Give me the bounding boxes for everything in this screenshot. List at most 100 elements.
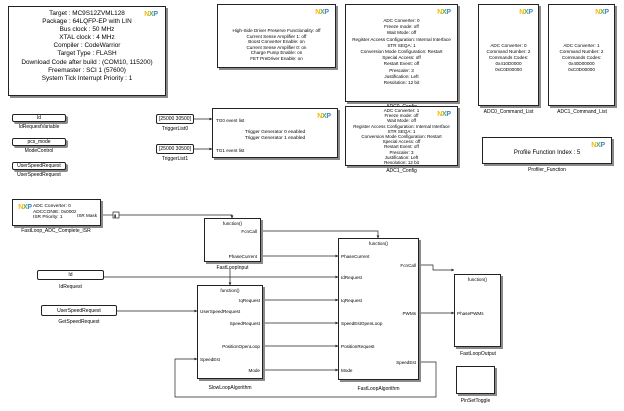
slow-loop-algorithm-block[interactable]: function() UserSpeedRequest SpeedEst IqR… xyxy=(197,285,263,379)
adc0-config-line: Freeze mode: off xyxy=(384,24,419,30)
nxp-logo-icon: NXP xyxy=(517,8,535,17)
speed-from-label: UserSpeedRequest xyxy=(57,307,101,314)
fast-loop-algorithm-caption: FastLoopAlgorithm xyxy=(357,386,400,392)
tg1-status: Trigger Generator 1 enabled xyxy=(244,136,306,141)
speed-from-block[interactable]: UserSpeedRequest xyxy=(41,305,117,316)
slow-loop-out-mode: Mode xyxy=(248,368,261,373)
tg0-status: Trigger Generator 0 enabled xyxy=(244,130,306,135)
gdu-config-line: High-Side Driver Preserve Functionality:… xyxy=(232,28,321,33)
adc1-config-line: Prescaler: 3 xyxy=(389,149,414,155)
gdu-config-line: FET PreDriver Enable: on xyxy=(250,55,303,61)
gdu-config-block[interactable]: NXP High-Side Driver Preserve Functional… xyxy=(217,4,336,68)
adc0-config-line: Register Access Configuration: Internal … xyxy=(352,36,451,42)
nxp-logo-icon: NXP xyxy=(313,8,331,17)
target-config-line: Package : 64LQFP-EP with LIN xyxy=(42,18,132,26)
fast-loop-in-iq: IqRequest xyxy=(341,298,362,303)
adc1-config-line: Justification: Left xyxy=(384,154,419,160)
target-config-line: Target : MC9S12ZVML128 xyxy=(49,10,125,17)
trigger-list0-caption: TriggerList0 xyxy=(161,126,189,132)
svg-text:▮: ▮ xyxy=(114,213,116,218)
adc1-config-line: Register Access Configuration: Internal … xyxy=(353,123,450,129)
nxp-logo-icon: NXP xyxy=(593,8,611,17)
mode-control-block[interactable]: pcs_mode xyxy=(12,138,66,146)
user-speed-label: UserSpeedRequest xyxy=(17,163,61,169)
trigger-list0-const[interactable]: [25000 30500] xyxy=(156,114,194,124)
user-speed-request-block[interactable]: UserSpeedRequest xyxy=(12,162,66,170)
id-from-block[interactable]: Id xyxy=(37,270,104,280)
pcs-mode-label: pcs_mode xyxy=(27,139,51,145)
fast-loop-output-caption: FastLoopOutput xyxy=(460,351,496,357)
fast-loop-in-mode: Mode xyxy=(341,368,353,373)
adc0-command-line: Command Number: 2 xyxy=(486,49,531,54)
adc1-config-line: STR SEQA: 1 xyxy=(387,128,416,134)
fastloop-input-trigger-port: function() xyxy=(222,221,243,226)
adc0-config-line: Prescaler: 3 xyxy=(389,67,414,73)
target-config-line: Compiler : CodeWarrior xyxy=(53,42,121,50)
gdu-config-line: Current Sense Amplifier 1: off xyxy=(246,33,307,39)
target-config-line: Freemaster : SCI 1 (57600) xyxy=(48,66,126,74)
adc0-command-line: 0xC0D00000 xyxy=(495,67,522,72)
adc0-config-line: Resolution: 12 bit xyxy=(383,80,420,86)
fast-loop-in-id: IdRequest xyxy=(341,275,362,280)
adc0-config-line: ADC Converter: 0 xyxy=(383,18,420,23)
fastloop-input-out-port: FcnCall xyxy=(241,229,257,234)
adc0-config-line: Special Access: off xyxy=(382,55,421,61)
target-config-line: XTAL clock : 4 MHz xyxy=(59,34,115,42)
gdu-config-line: Boost Converter Enable: on xyxy=(248,39,305,45)
fast-loop-in-speed-est-openloop: SpeedEstOpenLoop xyxy=(341,321,383,326)
adc1-config-line: Restart Event: off xyxy=(384,144,419,150)
trigger-list1-caption: TriggerList1 xyxy=(161,156,189,162)
isr-config-line: ADCCONIE: 0x000z xyxy=(33,209,77,215)
trigger-list0-value: [25000 30500] xyxy=(159,116,191,122)
adc0-config-line: STR SEQA: 1 xyxy=(387,42,416,48)
adc1-command-line: 0x40D00000 xyxy=(568,61,595,66)
isr-mask-port: ISR Mask xyxy=(77,213,97,218)
slow-loop-out-speed: SpeedRequest xyxy=(229,321,260,326)
trigger-generator-block[interactable]: NXP TG0 event list TG1 event list Trigge… xyxy=(212,108,338,158)
adc1-config-line: Wait Mode: off xyxy=(387,118,416,124)
nxp-logo-icon: NXP xyxy=(315,112,333,121)
target-config-line: Target Type : FLASH xyxy=(57,50,117,58)
id-request-variable-block[interactable]: Id xyxy=(12,114,66,122)
adc1-config-line: Resolution: 12 bit xyxy=(384,160,419,166)
id-from-caption: IdRequest xyxy=(59,284,82,290)
pin-set-toggle-caption: PinSetToggle xyxy=(460,398,491,404)
adc0-config-line: Wait Mode: off xyxy=(386,30,417,36)
fastloop-input-block[interactable]: function() FcnCall PhaseCurrent xyxy=(204,218,261,262)
slow-loop-in-user-speed: UserSpeedRequest xyxy=(200,309,241,314)
fastloop-input-phasecurrent-port: PhaseCurrent xyxy=(228,254,257,259)
slow-loop-algorithm-caption: SlowLoopAlgorithm xyxy=(208,385,252,391)
fast-loop-output-block[interactable]: function() PhasePWMs xyxy=(454,274,501,347)
target-config-line: System Tick Interrupt Priority : 1 xyxy=(41,74,133,82)
isr-config-line: ADC Converter: 0 xyxy=(33,204,71,209)
fastloop-adc-complete-isr-caption: FastLoop_ADC_Complete_ISR xyxy=(21,228,91,234)
fast-loop-algorithm-block[interactable]: function() PhaseCurrent IdRequest IqRequ… xyxy=(338,238,419,380)
nxp-logo-icon: NXP xyxy=(435,110,453,119)
slow-loop-out-position: PositionOpenLoop xyxy=(222,344,260,349)
user-speed-request-caption: UserSpeedRequest xyxy=(17,172,61,178)
gdu-config-line: Current Sense Amplifier 0: on xyxy=(246,44,307,50)
pin-set-toggle-block[interactable] xyxy=(456,366,495,394)
adc0-config-line: Restart Event: off xyxy=(383,61,420,67)
adc1-command-list-caption: ADC1_Command_List xyxy=(557,109,607,115)
nxp-logo-icon: NXP xyxy=(589,141,607,150)
adc0-command-list-caption: ADC0_Command_List xyxy=(483,109,534,115)
trigger-list1-value: [25000 30500] xyxy=(159,146,191,152)
id-from-label: Id xyxy=(68,272,73,278)
fast-loop-output-trigger-port: function() xyxy=(467,277,488,282)
profiler-function-block[interactable]: NXP Profile Function Index : 5 xyxy=(482,137,612,164)
isr-config-line: ISR Priority: 1 xyxy=(33,215,63,221)
id-request-variable-caption: IdRequestVariable xyxy=(18,124,60,130)
trigger-list1-const[interactable]: [25000 30500] xyxy=(156,144,194,154)
adc0-command-line: 0x410D0000 xyxy=(495,61,522,66)
profiler-function-caption: Profiler_Function xyxy=(528,167,566,173)
